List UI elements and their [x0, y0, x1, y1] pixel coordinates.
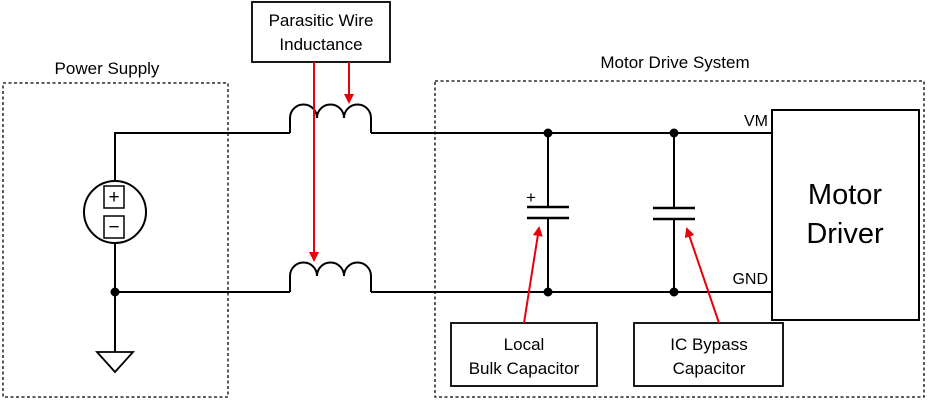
bulk-capacitor-callout — [450, 322, 598, 387]
power-supply-label: Power Supply — [55, 59, 160, 78]
bulk-cap-bottom-junction-dot — [543, 287, 553, 297]
bypass-label-line2: Capacitor — [673, 359, 746, 378]
ground-junction-dot — [110, 287, 120, 297]
bypass-capacitor-callout — [633, 322, 784, 387]
motor-driver-label-line2: Driver — [806, 218, 884, 250]
bulk-label-line2: Bulk Capacitor — [469, 359, 580, 378]
power-supply-region — [2, 82, 229, 398]
source-plus-box — [103, 185, 125, 209]
arrow-to-bypass-capacitor — [684, 227, 720, 324]
source-minus-box — [103, 215, 125, 239]
bypass-cap-top-junction-dot — [669, 128, 679, 138]
parasitic-label-line1: Parasitic Wire — [269, 11, 374, 30]
vm-wire-left — [114, 132, 290, 181]
bulk-cap-top-junction-dot — [543, 128, 553, 138]
motor-driver-label-line1: Motor — [808, 179, 882, 211]
top-inductor — [289, 103, 372, 133]
source-plus-sign: + — [108, 187, 119, 208]
dc-source-icon — [83, 180, 147, 244]
bypass-cap-bottom-junction-dot — [669, 287, 679, 297]
motor-driver-block — [771, 109, 920, 321]
ground-symbol-icon — [94, 351, 136, 374]
gnd-wire-left — [114, 243, 290, 293]
bulk-cap-plus-sign: + — [526, 188, 536, 207]
parasitic-inductance-callout — [251, 1, 391, 63]
gnd-pin-label: GND — [732, 271, 768, 288]
motor-drive-system-region — [434, 80, 925, 398]
bypass-label-line1: IC Bypass — [670, 335, 747, 354]
bulk-label-line1: Local — [504, 335, 545, 354]
arrow-to-bulk-capacitor — [523, 226, 543, 324]
parasitic-label-line2: Inductance — [279, 35, 362, 54]
vm-pin-label: VM — [744, 113, 768, 130]
source-minus-sign: − — [108, 217, 119, 238]
motor-drive-system-label: Motor Drive System — [600, 53, 749, 72]
bottom-inductor — [289, 261, 372, 292]
